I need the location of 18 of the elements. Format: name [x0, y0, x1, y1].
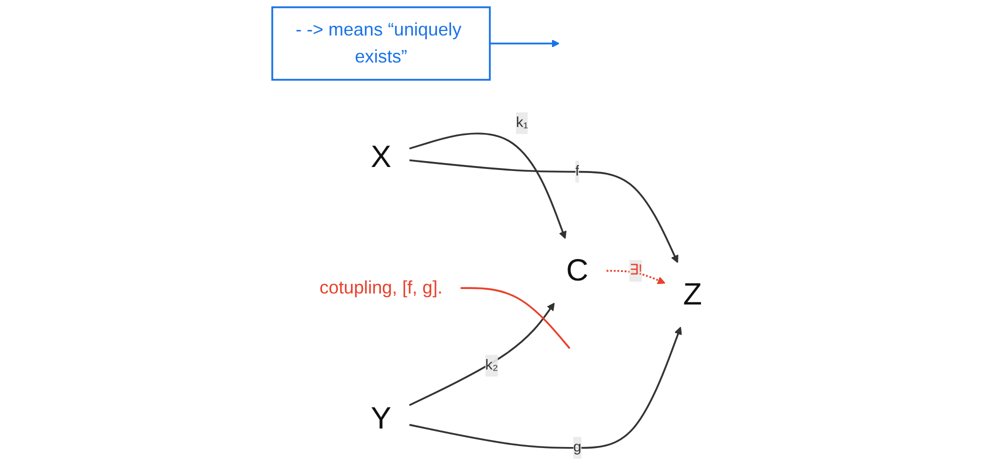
leader-line — [490, 40, 560, 48]
arrow — [409, 159, 678, 264]
leader-line — [460, 287, 570, 349]
edge-label: f — [575, 160, 580, 183]
object-label: X — [370, 140, 392, 174]
annotation-text: cotupling, [f, g]. — [319, 278, 442, 298]
object-label: Z — [682, 277, 702, 312]
edge-label: ∃! — [629, 260, 642, 282]
edge-label: g — [573, 436, 582, 459]
object-label: C — [566, 253, 588, 288]
object-label: Y — [370, 401, 392, 436]
edge-label: k₂ — [485, 354, 498, 377]
note-box: - -> means “uniquely exists” — [271, 6, 491, 81]
dashed-arrow — [606, 270, 666, 284]
arrow — [408, 302, 555, 406]
arrow — [409, 326, 682, 449]
edge-label: k₁ — [516, 112, 528, 134]
arrow — [409, 132, 566, 240]
